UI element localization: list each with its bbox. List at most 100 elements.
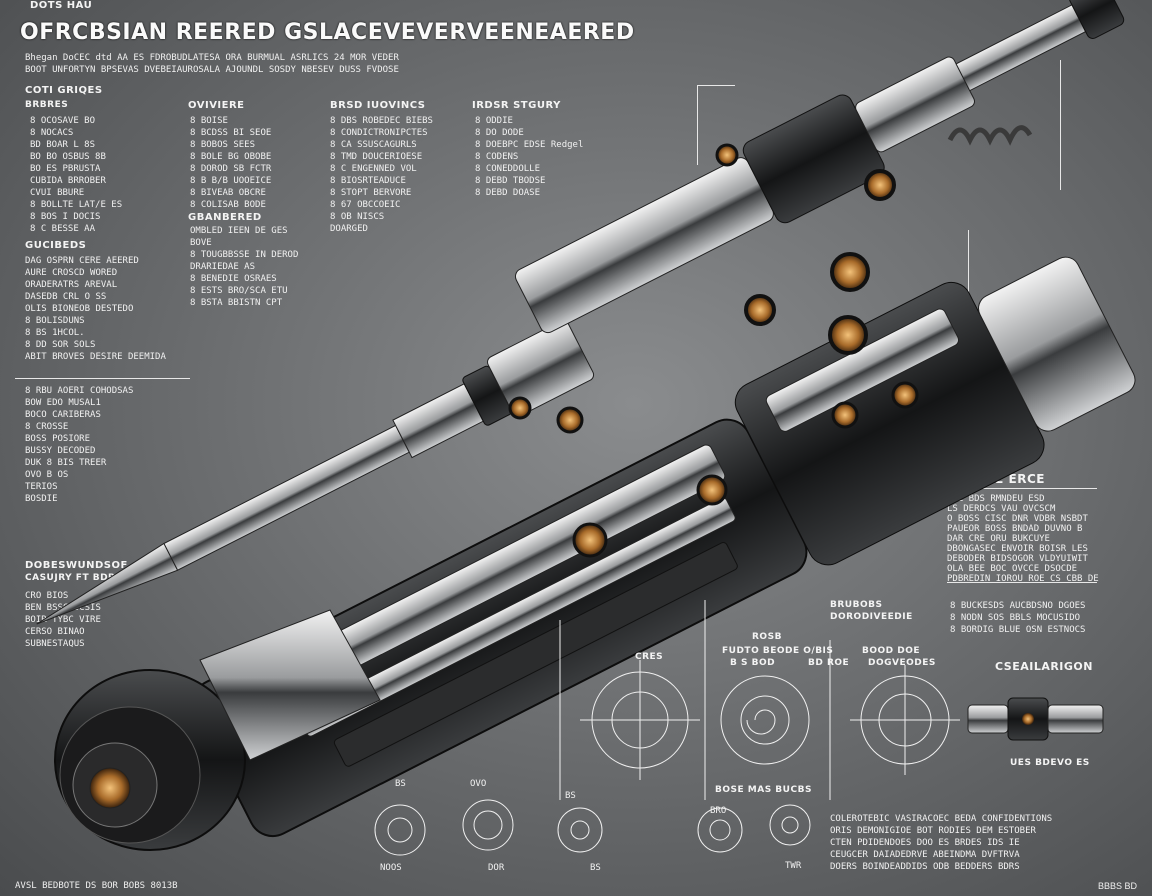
leader-line	[697, 85, 735, 86]
col3-line: 8 CA SSUSCAGURLS	[330, 140, 417, 150]
bottom-detail-label: OVO	[470, 779, 487, 789]
spring-coil	[947, 125, 1033, 146]
view-circle-b	[720, 675, 810, 765]
col4-title: IRDSR STGURY	[472, 100, 561, 111]
view-right-note: 8 BORDIG BLUE OSN ESTNOCS	[950, 625, 1086, 635]
left-section-3-line: OVO B OS	[25, 470, 69, 480]
left-section-1-line: BO BO OSBUS 8B	[30, 152, 106, 162]
col2-section-2-line: DRARIEDAE AS	[190, 262, 256, 272]
left-section-2-line: OLIS BIONEOB DESTEDO	[25, 304, 134, 314]
left-section-1-line: 8 NOCACS	[30, 128, 74, 138]
right-bottom-line: CEUGCER DAIADEDRVE ABEINDMA DVFTRVA	[830, 850, 1020, 860]
left-section-4-line: SUBNESTAQUS	[25, 639, 85, 649]
brass-ports	[508, 143, 919, 558]
page-title: OFRCBSIAN REERED GSLACEVEVERVEENEAERED	[20, 20, 635, 45]
view-label-f: CSEAILARIGON	[995, 660, 1093, 673]
spike-barrel	[36, 320, 595, 625]
col2-line: 8 BOLE BG OBOBE	[190, 152, 272, 162]
left-section-3-line: DUK 8 BIS TREER	[25, 458, 107, 468]
left-section-1-line: 8 BOLLTE LAT/E ES	[30, 200, 123, 210]
left-section-2-line: DASEDB CRL O SS	[25, 292, 107, 302]
right-section-line: DEBODER BIDSOGOR VLDYUIWIT	[947, 554, 1088, 564]
col4-line: 8 DOEBPC EDSE Redgel	[475, 140, 584, 150]
col3-line: 8 67 OBCCOEIC	[330, 200, 401, 210]
schematic-views	[374, 600, 960, 856]
right-section-line: PDBREDIN IOROU ROE CS CBB DE	[947, 574, 1099, 584]
footer-text: AVSL BEDBOTE DS BOR BOBS 8013B	[15, 881, 178, 891]
left-section-3-line: BOSDIE	[25, 494, 58, 504]
bottom-detail-label: BS	[565, 791, 576, 801]
view-label-g: UES BDEVO ES	[1010, 758, 1090, 768]
view-label-e: CRES	[635, 652, 664, 662]
left-divider	[15, 378, 190, 379]
left-section-4-line: CRO BIOS	[25, 591, 69, 601]
subtitle-line-1: Bhegan DoCEC dtd AA ES FDROBUDLATESA ORA…	[25, 53, 399, 63]
right-bottom-line: DOERS BOINDEADDIDS ODB BEDDERS BDRS	[830, 862, 1020, 872]
right-section-line: O BOSS CISC DNR VDBR NSBDT	[947, 514, 1088, 524]
left-section-3-line: BOCO CARIBERAS	[25, 410, 101, 420]
view-label-a: BRUBOBS	[830, 600, 883, 610]
col2-line: 8 BCDSS BI SEOE	[190, 128, 272, 138]
view-label-c2: B S BOD	[730, 658, 776, 668]
right-bottom-line: ORIS DEMONIGIOE BOT RODIES DEM ESTOBER	[830, 826, 1036, 836]
leader-line	[1060, 60, 1061, 190]
left-section-1-line: CVUI BBURE	[30, 188, 85, 198]
left-section-4-line: BOIR TYBC VIRE	[25, 615, 101, 625]
col4-line: 8 ODDIE	[475, 116, 513, 126]
left-section-2-line: 8 BS 1HCOL.	[25, 328, 85, 338]
col4-line: 8 DEBD TBODSE	[475, 176, 546, 186]
footer-corner: BBBS BD	[1097, 881, 1137, 891]
left-section-1-line: 8 C BESSE AA	[30, 224, 96, 234]
bottom-detail-label: BS	[395, 779, 406, 789]
view-label-a2: DORODIVEEDIE	[830, 612, 913, 622]
view-label-h: BOSE MAS BUCBS	[715, 785, 812, 795]
left-section-4-sub: CASUJRY FT BDB	[25, 573, 116, 583]
bottom-detail-label: NOOS	[380, 863, 402, 873]
col3-line: 8 TMD DOUCERIOESE	[330, 152, 423, 162]
view-label-c: FUDTO BEODE O/BIS	[722, 646, 834, 656]
col3-line: 8 STOPT BERVORE	[330, 188, 412, 198]
view-label-c3: BD ROE	[808, 658, 850, 668]
bottom-detail-label: BRO	[710, 806, 727, 816]
col2-section-2-line: 8 BENEDIE OSRAES	[190, 274, 277, 284]
right-divider	[947, 582, 1097, 583]
left-section-1-line: 8 OCOSAVE BO	[30, 116, 96, 126]
detail-d	[697, 807, 743, 853]
right-bottom-line: COLEROTEBIC VASIRACOEC BEDA CONFIDENTION…	[830, 814, 1053, 824]
col2-line: 8 BOBOS SEES	[190, 140, 256, 150]
col2-line: 8 COLISAB BODE	[190, 200, 266, 210]
detail-e	[769, 804, 811, 846]
left-section-3-line: BOSS POSIORE	[25, 434, 91, 444]
left-section-2-line: ABIT BROVES DESIRE DEEMIDA	[25, 352, 166, 362]
col4-line: 8 DEBD DOASE	[475, 188, 541, 198]
view-label-d: BOOD DOE	[862, 646, 921, 656]
right-section-line: PDE BDS RMNDEU ESD	[947, 494, 1045, 504]
left-section-2-line: 8 DD SOR SOLS	[25, 340, 96, 350]
left-section-3-line: BUSSY DECODED	[25, 446, 96, 456]
col3-line: 8 BIOSRTEADUCE	[330, 176, 406, 186]
col3-line: DOARGED	[330, 224, 368, 234]
view-label-d2: DOGVEODES	[868, 658, 936, 668]
col4-line: 8 CONEDDOLLE	[475, 164, 541, 174]
col2-line: 8 B B/B UOOEICE	[190, 176, 272, 186]
left-section-1-line: BO ES PBRUSTA	[30, 164, 101, 174]
col3-title: BRSD IUOVINCS	[330, 100, 426, 111]
left-section-2-line: AURE CROSCD WORED	[25, 268, 118, 278]
right-section-line: OLA BEE BOC OVCCE DSOCDE	[947, 564, 1078, 574]
header-tag: DOTS HAU	[30, 0, 93, 11]
col4-line: 8 CODENS	[475, 152, 519, 162]
left-section-3-line: TERIOS	[25, 482, 58, 492]
mini-weapon-view	[967, 697, 1104, 741]
col2-title: OVIVIERE	[188, 100, 245, 111]
left-section-3-line: 8 RBU AOERI COHODSAS	[25, 386, 134, 396]
subtitle-line-2: BOOT UNFORTYN BPSEVAS DVEBEIAUROSALA AJO…	[25, 65, 399, 75]
col4-line: 8 DO DODE	[475, 128, 524, 138]
right-section-line: DBONGASEC ENVOIR BOISR LES	[947, 544, 1088, 554]
left-section-2-line: 8 BOLISDUNS	[25, 316, 85, 326]
view-label-b: ROSB	[752, 632, 782, 642]
detail-b	[462, 799, 514, 851]
col2-section-2-line: 8 ESTS BRO/SCA ETU	[190, 286, 288, 296]
muzzle	[54, 609, 381, 851]
